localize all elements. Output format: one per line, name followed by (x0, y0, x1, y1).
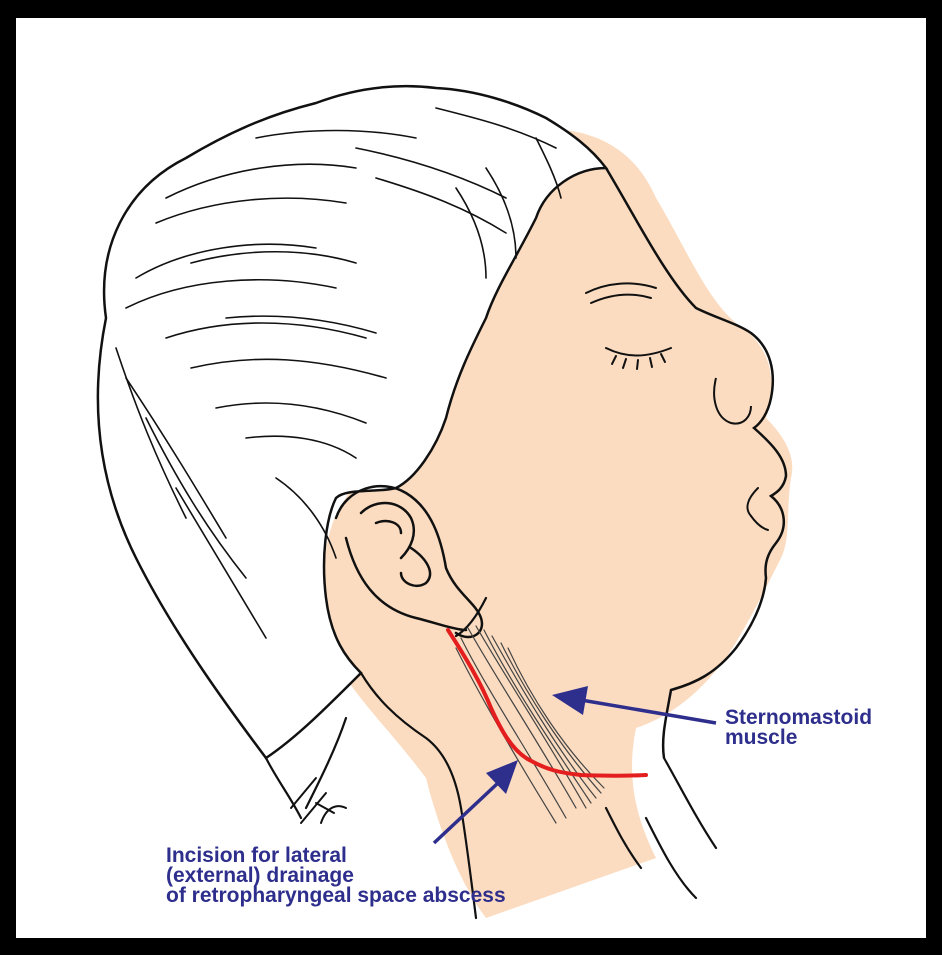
muscle-label-line-1: Sternomastoid (725, 708, 872, 728)
incision-label: Incision for lateral (external) drainage… (166, 846, 506, 906)
child-head-illustration (16, 18, 926, 938)
incision-label-line-3: of retropharyngeal space abscess (166, 886, 506, 906)
sternomastoid-muscle-label: Sternomastoid muscle (725, 708, 872, 748)
incision-label-line-1: Incision for lateral (166, 846, 506, 866)
incision-label-line-2: (external) drainage (166, 866, 506, 886)
illustration-panel: Sternomastoid muscle Incision for latera… (16, 18, 926, 938)
muscle-label-line-2: muscle (725, 728, 872, 748)
